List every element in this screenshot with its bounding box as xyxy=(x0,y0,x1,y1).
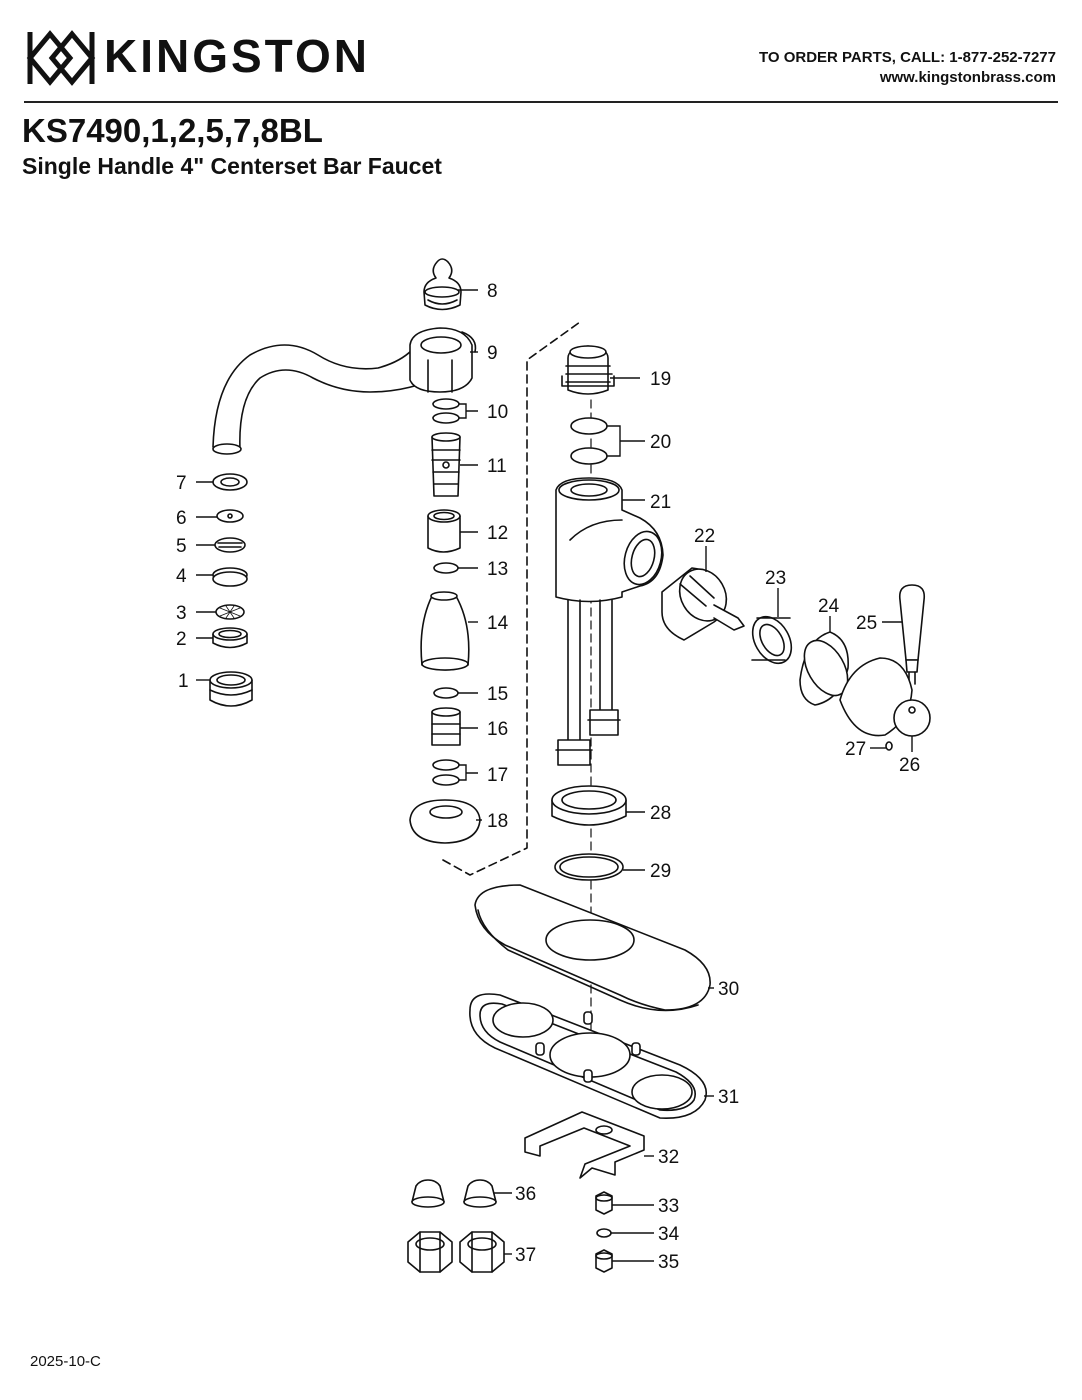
part-label-7: 7 xyxy=(176,473,187,494)
order-phone: TO ORDER PARTS, CALL: 1-877-252-7277 xyxy=(758,49,1056,66)
part-27-set-screw xyxy=(885,741,893,751)
part-19-cartridge xyxy=(561,345,615,395)
part-label-8: 8 xyxy=(487,281,498,302)
part-label-22: 22 xyxy=(694,526,715,547)
part-5-screen xyxy=(214,537,246,553)
part-33-hex-nut xyxy=(595,1191,613,1215)
part-label-20: 20 xyxy=(650,432,671,453)
brand-name: KINGSTON xyxy=(104,30,370,82)
part-30-deck-plate xyxy=(474,884,711,1012)
part-label-19: 19 xyxy=(650,369,671,390)
part-26-dome-base xyxy=(839,657,931,737)
leader-lines xyxy=(196,289,913,1262)
part-label-17: 17 xyxy=(487,765,508,786)
part-11-stem xyxy=(431,432,461,497)
header-divider xyxy=(24,101,1058,103)
part-15-o-ring xyxy=(433,687,459,699)
part-14-spout-base xyxy=(420,591,470,671)
product-description: Single Handle 4" Centerset Bar Faucet xyxy=(22,153,442,179)
part-6-washer xyxy=(216,509,244,523)
part-label-26: 26 xyxy=(899,755,920,776)
part-label-5: 5 xyxy=(176,536,187,557)
part-label-10: 10 xyxy=(487,402,508,423)
model-number: KS7490,1,2,5,7,8BL xyxy=(22,112,323,149)
part-18-escutcheon xyxy=(409,799,481,844)
part-9-spout xyxy=(212,327,477,455)
part-2-insert xyxy=(212,627,248,649)
part-labels: 1 2 3 4 5 6 7 8 9 10 11 12 13 14 15 16 1… xyxy=(176,281,920,1273)
part-31-deck-gasket xyxy=(469,993,707,1119)
part-22-cartridge xyxy=(661,567,745,641)
kingston-logo-icon xyxy=(26,30,96,86)
part-label-25: 25 xyxy=(856,613,877,634)
part-16-valve-body xyxy=(431,707,461,746)
part-label-16: 16 xyxy=(487,719,508,740)
part-label-36: 36 xyxy=(515,1184,536,1205)
part-35-hex-nut xyxy=(595,1249,613,1273)
part-label-27: 27 xyxy=(845,739,866,760)
part-label-24: 24 xyxy=(818,596,840,617)
part-24-cap xyxy=(799,631,849,706)
supply-lines xyxy=(555,599,621,766)
part-3-mesh xyxy=(215,604,245,620)
part-21-faucet-body xyxy=(555,477,664,603)
part-label-32: 32 xyxy=(658,1147,679,1168)
part-8-finial-cap xyxy=(423,258,462,311)
part-label-30: 30 xyxy=(718,979,739,1000)
part-29-gasket xyxy=(554,853,624,881)
part-4-ring xyxy=(212,567,248,587)
part-34-washer xyxy=(596,1228,612,1238)
part-label-37: 37 xyxy=(515,1245,536,1266)
part-label-18: 18 xyxy=(487,811,508,832)
part-28-mounting-nut xyxy=(551,785,627,826)
part-36-ferrules xyxy=(411,1179,497,1208)
part-label-13: 13 xyxy=(487,559,508,580)
part-label-6: 6 xyxy=(176,508,187,529)
part-label-12: 12 xyxy=(487,523,508,544)
part-label-21: 21 xyxy=(650,492,671,513)
part-7-washer xyxy=(212,473,248,491)
part-label-31: 31 xyxy=(718,1087,739,1108)
revision-code: 2025-10-C xyxy=(30,1353,101,1370)
part-37-compression-nuts xyxy=(407,1231,505,1273)
website-link[interactable]: www.kingstonbrass.com xyxy=(879,69,1056,86)
part-label-34: 34 xyxy=(658,1224,680,1245)
part-label-14: 14 xyxy=(487,613,509,634)
part-32-bracket xyxy=(524,1111,645,1179)
order-info: TO ORDER PARTS, CALL: 1-877-252-7277 www… xyxy=(759,48,1056,88)
part-label-1: 1 xyxy=(178,671,189,692)
part-20-o-rings xyxy=(570,417,608,465)
part-label-9: 9 xyxy=(487,343,498,364)
part-label-29: 29 xyxy=(650,861,671,882)
part-label-4: 4 xyxy=(176,566,187,587)
part-label-35: 35 xyxy=(658,1252,679,1273)
part-17-o-rings xyxy=(432,759,460,786)
part-13-o-ring xyxy=(433,562,459,574)
part-label-2: 2 xyxy=(176,629,187,650)
part-1-aerator-housing xyxy=(209,671,253,707)
part-label-23: 23 xyxy=(765,568,786,589)
part-12-coupling-nut xyxy=(427,509,461,553)
part-23-bonnet-nut xyxy=(751,615,793,665)
part-25-lever-handle xyxy=(898,584,926,685)
part-label-28: 28 xyxy=(650,803,671,824)
part-label-3: 3 xyxy=(176,603,187,624)
part-label-15: 15 xyxy=(487,684,508,705)
part-10-o-rings xyxy=(432,398,460,424)
part-label-11: 11 xyxy=(487,456,507,477)
part-label-33: 33 xyxy=(658,1196,679,1217)
